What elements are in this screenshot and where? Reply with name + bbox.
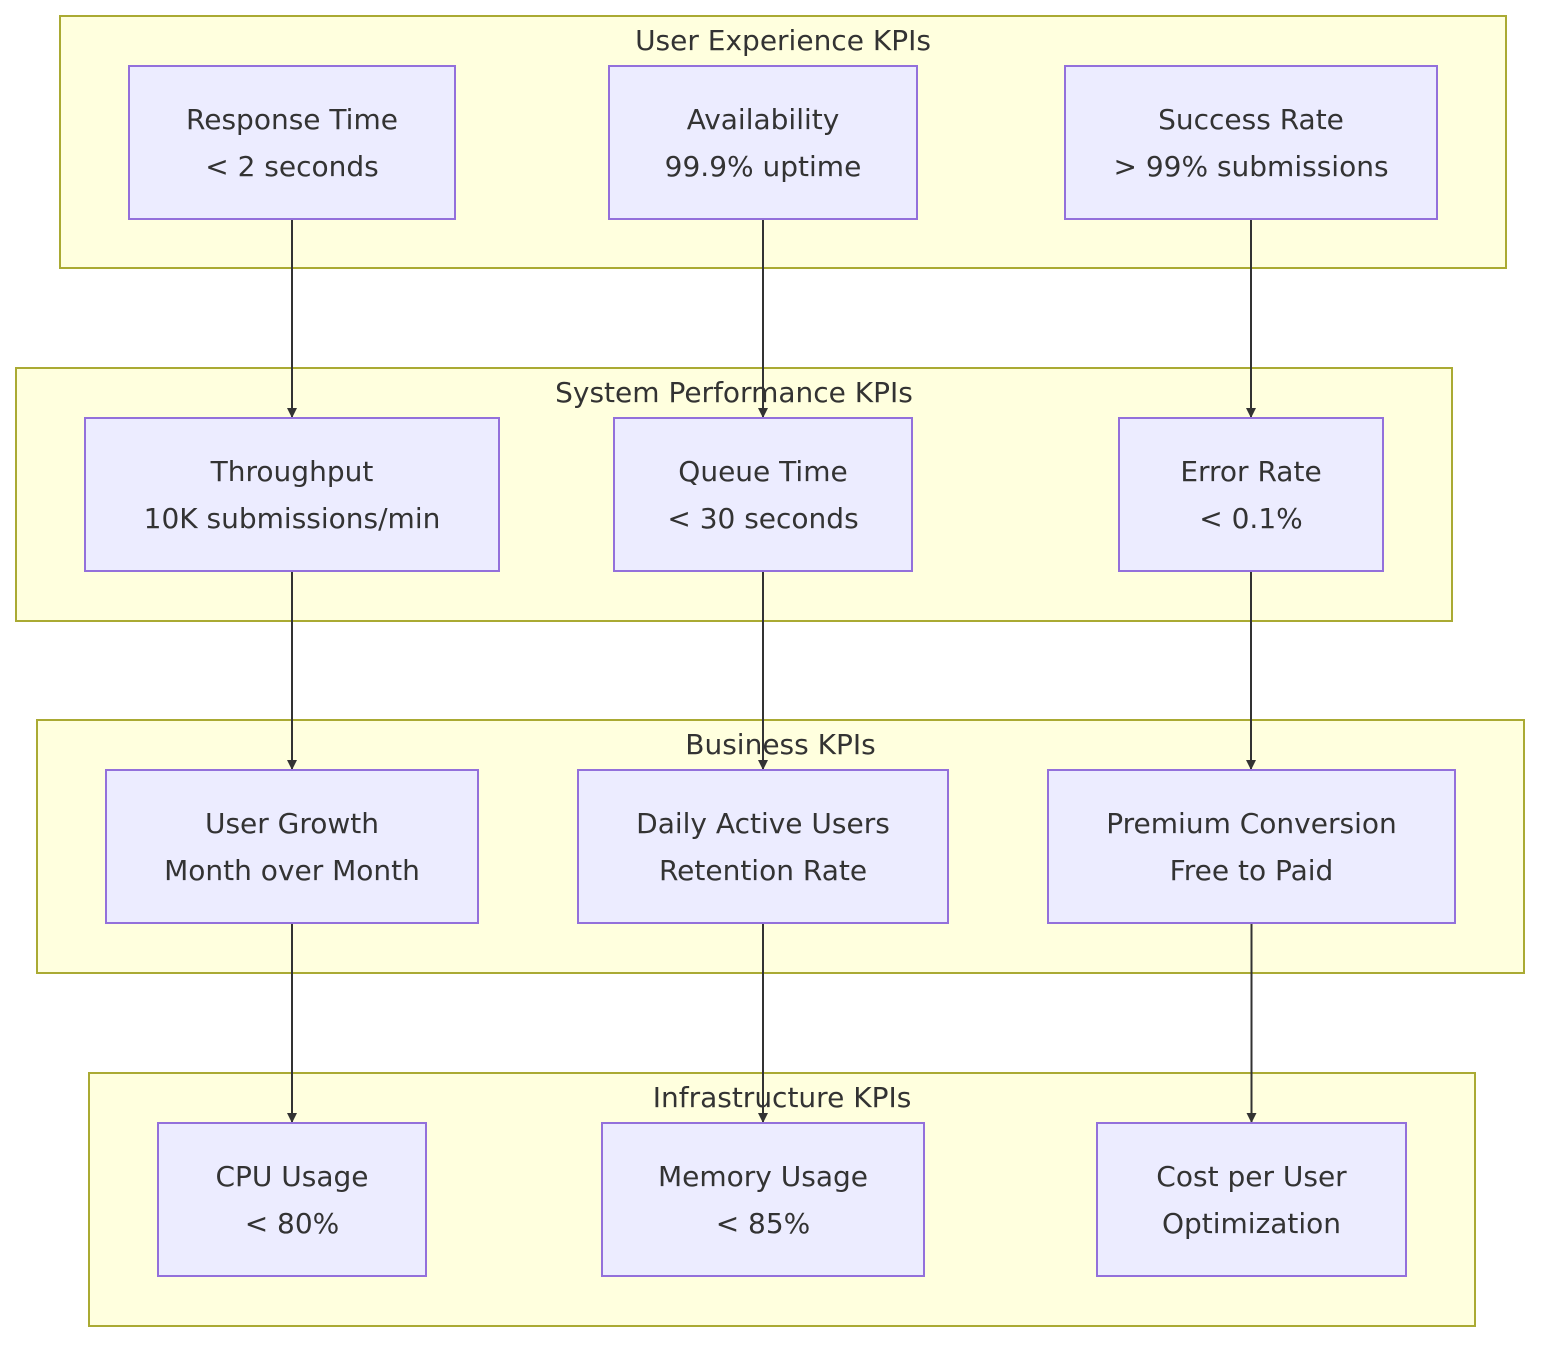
cluster-title: User Experience KPIs bbox=[635, 24, 931, 57]
node-title: User Growth bbox=[204, 806, 380, 840]
cluster-title: System Performance KPIs bbox=[555, 376, 913, 409]
node-detail: < 0.1% bbox=[1199, 501, 1303, 535]
node-title: Success Rate bbox=[1158, 102, 1344, 136]
node-detail: < 2 seconds bbox=[205, 149, 379, 183]
node-title: Error Rate bbox=[1180, 454, 1322, 488]
node-queue-time: Queue Time < 30 seconds bbox=[613, 417, 913, 572]
node-title: Throughput bbox=[210, 454, 374, 488]
node-title: Queue Time bbox=[678, 454, 848, 488]
node-premium-conversion: Premium Conversion Free to Paid bbox=[1047, 769, 1456, 924]
node-response-time: Response Time < 2 seconds bbox=[128, 65, 456, 220]
node-throughput: Throughput 10K submissions/min bbox=[84, 417, 500, 572]
node-detail: 10K submissions/min bbox=[143, 501, 441, 535]
node-title: Cost per User bbox=[1156, 1159, 1347, 1193]
node-user-growth: User Growth Month over Month bbox=[105, 769, 479, 924]
node-cost-per-user: Cost per User Optimization bbox=[1096, 1122, 1407, 1277]
node-success-rate: Success Rate > 99% submissions bbox=[1064, 65, 1438, 220]
node-error-rate: Error Rate < 0.1% bbox=[1118, 417, 1384, 572]
node-detail: < 80% bbox=[244, 1206, 340, 1240]
cluster-title: Business KPIs bbox=[685, 728, 876, 761]
node-title: Response Time bbox=[186, 102, 398, 136]
node-detail: < 85% bbox=[715, 1206, 811, 1240]
node-title: CPU Usage bbox=[215, 1159, 369, 1193]
node-title: Premium Conversion bbox=[1106, 806, 1397, 840]
node-title: Memory Usage bbox=[657, 1159, 868, 1193]
node-daily-active-users: Daily Active Users Retention Rate bbox=[577, 769, 949, 924]
node-detail: Retention Rate bbox=[658, 853, 868, 887]
node-memory-usage: Memory Usage < 85% bbox=[601, 1122, 925, 1277]
node-title: Availability bbox=[686, 102, 840, 136]
node-availability: Availability 99.9% uptime bbox=[608, 65, 918, 220]
node-title: Daily Active Users bbox=[636, 806, 890, 840]
node-detail: Optimization bbox=[1161, 1206, 1342, 1240]
node-cpu-usage: CPU Usage < 80% bbox=[157, 1122, 427, 1277]
node-detail: Month over Month bbox=[164, 853, 420, 887]
node-detail: 99.9% uptime bbox=[664, 149, 862, 183]
cluster-title: Infrastructure KPIs bbox=[652, 1081, 912, 1114]
node-detail: > 99% submissions bbox=[1113, 149, 1389, 183]
node-detail: < 30 seconds bbox=[667, 501, 859, 535]
node-detail: Free to Paid bbox=[1169, 853, 1334, 887]
